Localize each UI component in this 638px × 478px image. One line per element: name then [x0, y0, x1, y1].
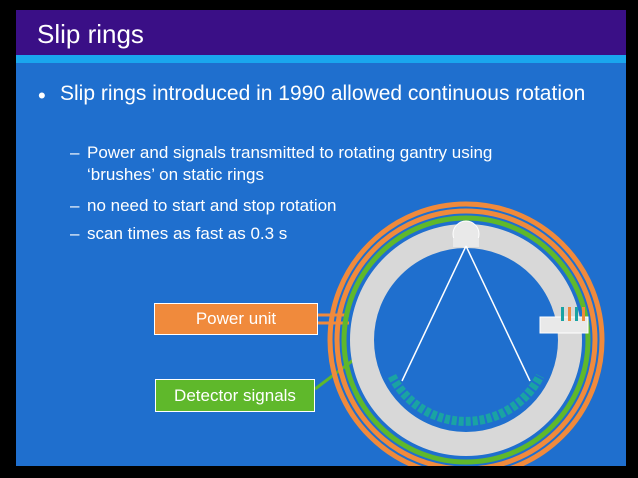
sub-bullet-3: scan times as fast as 0.3 s	[87, 224, 288, 243]
slide-title: Slip rings	[37, 19, 144, 49]
x-ray-tube-icon	[452, 220, 480, 248]
static-slip-rings	[327, 201, 605, 466]
x-ray-fan-beam	[401, 245, 531, 382]
title-stripe	[16, 55, 626, 63]
power-unit-label: Power unit	[154, 303, 318, 335]
bullet-marker: •	[38, 83, 46, 108]
sub-bullet-marker: –	[70, 196, 80, 215]
rotating-gantry	[350, 224, 582, 456]
sub-bullet-2: no need to start and stop rotation	[87, 196, 337, 215]
sub-bullet-marker: –	[70, 143, 80, 162]
slip-ring-diagram	[314, 201, 605, 466]
sub-bullet-marker: –	[70, 224, 80, 243]
sub-bullet-1-line-1: Power and signals transmitted to rotatin…	[87, 143, 493, 162]
brush-contacts-icon	[539, 307, 589, 334]
slide: Slip rings • Slip rings introduced in 19…	[16, 10, 626, 466]
main-bullet-text: Slip rings introduced in 1990 allowed co…	[60, 82, 586, 105]
title-bar: Slip rings	[16, 10, 626, 55]
detector-array-icon	[387, 373, 545, 426]
sub-bullet-1-line-2: ‘brushes’ on static rings	[87, 165, 265, 184]
detector-signals-label: Detector signals	[155, 379, 315, 412]
